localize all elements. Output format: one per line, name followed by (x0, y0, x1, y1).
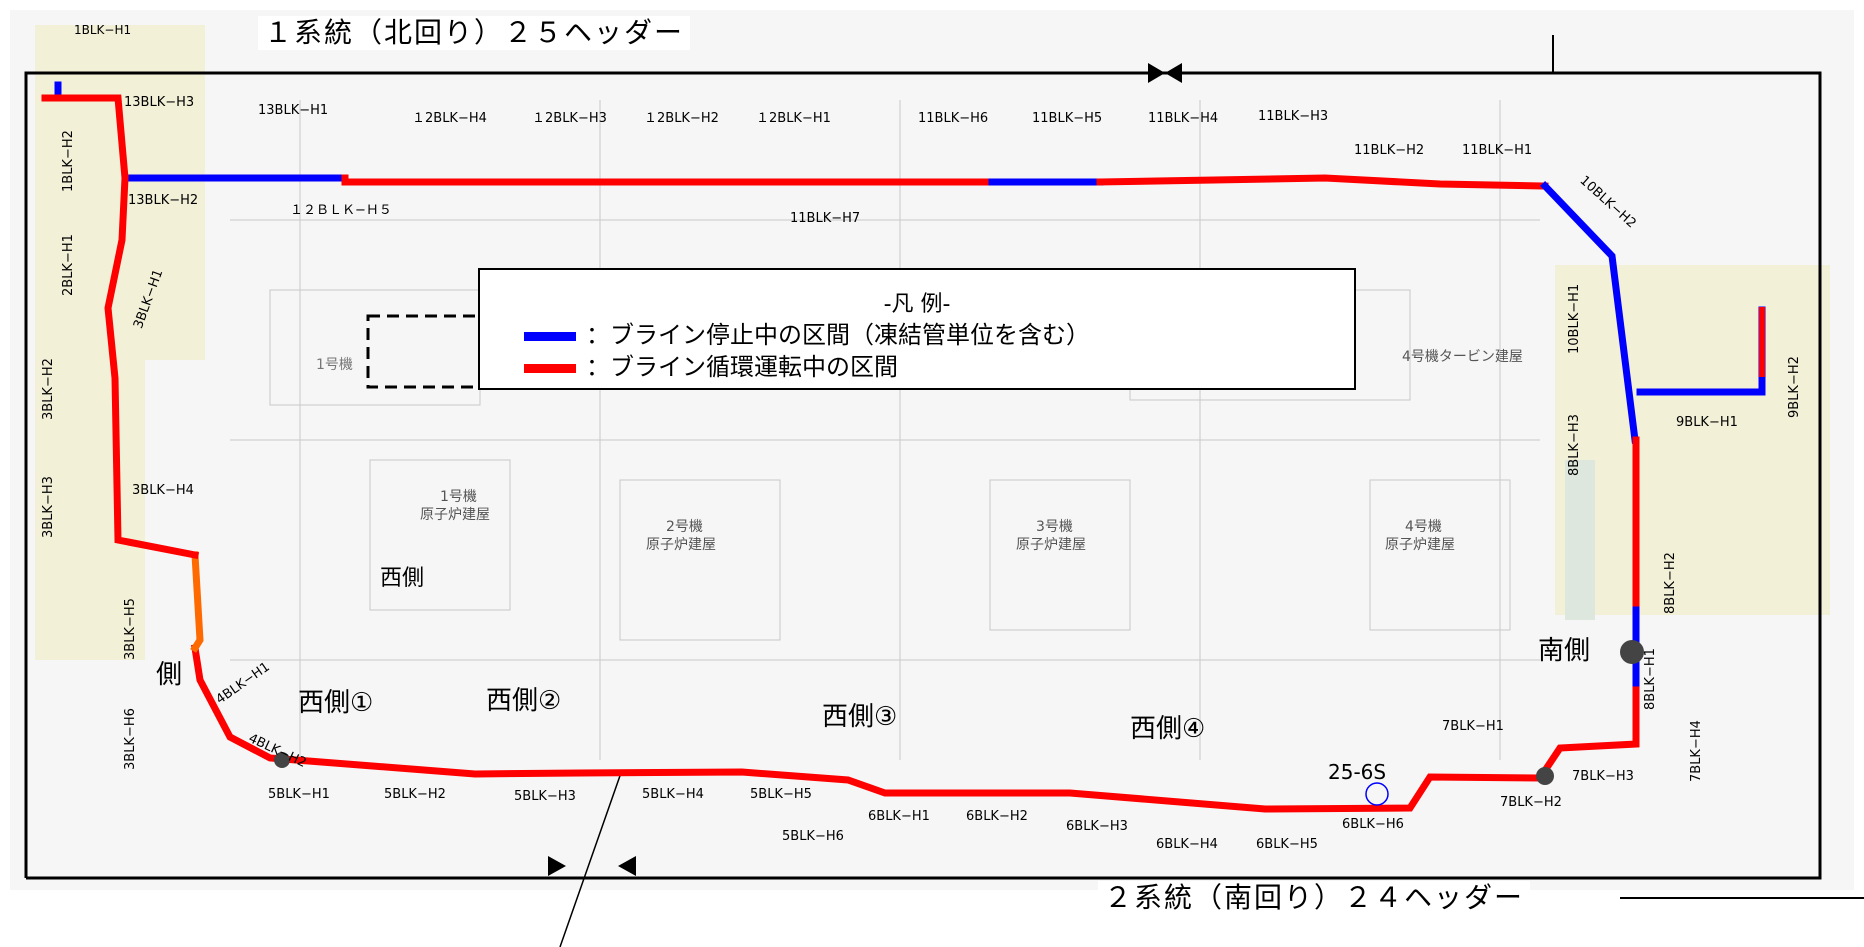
block-10blk-h1: 10BLK−H1 (1567, 283, 1582, 354)
segment-3blk-h5 (190, 551, 204, 653)
block-5blk-h6: 5BLK−H6 (782, 829, 844, 844)
sw-marker (274, 752, 290, 768)
block-2blk-h1: 2BLK−H1 (61, 234, 76, 296)
block-6blk-h2: 6BLK−H2 (966, 809, 1028, 824)
block-13blk-h3: 13BLK−H3 (124, 95, 195, 110)
block-8blk-h1: 8BLK−H1 (1643, 648, 1658, 710)
area-west3: 西側③ (822, 702, 898, 732)
segment-13blk-h3 (41, 94, 129, 182)
legend-label-stopped: ：ブライン停止中の区間（凍結管単位を含む） (586, 321, 1090, 349)
segment-12blk (341, 174, 996, 186)
block-11blk-h6: 11BLK−H6 (918, 111, 989, 126)
block-5blk-h3: 5BLK−H3 (514, 789, 576, 804)
legend-label-running: ：ブライン循環運転中の区間 (586, 353, 898, 381)
block-12blk-h1: １2BLK−H1 (756, 111, 831, 126)
block-9blk-h1: 9BLK−H1 (1676, 415, 1738, 430)
outer-frame-top (24, 71, 1530, 878)
north-loop-title: １系統（北回り）２５ヘッダー (258, 16, 691, 50)
unit3-reactor-sub: 原子炉建屋 (1016, 537, 1086, 553)
block-11blk-h2: 11BLK−H2 (1354, 143, 1425, 158)
block-6blk-h6: 6BLK−H6 (1342, 817, 1404, 832)
area-west4: 西側④ (1130, 714, 1206, 744)
segment-11blk-h1-h4 (1096, 174, 1549, 190)
block-11blk-h5: 11BLK−H5 (1032, 111, 1103, 126)
block-1blk-h2: 1BLK−H2 (61, 130, 76, 192)
point-25-6s-marker (1365, 782, 1389, 806)
block-12blk-h3: １2BLK−H3 (532, 111, 607, 126)
unit2-reactor-label: 2号機 (666, 519, 703, 535)
legend-swatch-blue (524, 331, 576, 341)
legend-title: -凡 例- (883, 292, 951, 317)
block-6blk-h5: 6BLK−H5 (1256, 837, 1318, 852)
area-west1: 西側① (298, 688, 374, 718)
south-marker-2 (1536, 767, 1554, 785)
area-west: 西側 (380, 566, 425, 591)
unit1-turbine-label: 1号機 (316, 357, 353, 373)
block-7blk-h1: 7BLK−H1 (1442, 719, 1504, 734)
block-12blk-h4: １2BLK−H4 (412, 111, 487, 126)
unit4-reactor-sub: 原子炉建屋 (1385, 537, 1455, 553)
block-7blk-h3: 7BLK−H3 (1572, 769, 1634, 784)
unit2-reactor-sub: 原子炉建屋 (646, 537, 716, 553)
south-arrow-left (618, 856, 636, 876)
dashed-region-box (366, 314, 482, 389)
plan-background (10, 10, 1854, 890)
legend-box: -凡 例- ：ブライン停止中の区間（凍結管単位を含む） ：ブライン循環運転中の区… (478, 268, 1356, 390)
block-13blk-h1: 13BLK−H1 (258, 103, 329, 118)
south-arrow-right (548, 856, 566, 876)
block-6blk-h1: 6BLK−H1 (868, 809, 930, 824)
west-inset-upper (35, 25, 205, 360)
block-7blk-h2: 7BLK−H2 (1500, 795, 1562, 810)
block-8blk-h2: 8BLK−H2 (1663, 552, 1678, 614)
legend-item-stopped: ：ブライン停止中の区間（凍結管単位を含む） (524, 315, 1090, 350)
legend-item-running: ：ブライン循環運転中の区間 (524, 347, 898, 382)
unit1-reactor-label: 1号機 (440, 489, 477, 505)
block-3blk-h2: 3BLK−H2 (41, 358, 56, 420)
outer-frame-bottom (26, 71, 1822, 880)
area-south: 南側 (1538, 636, 1591, 666)
north-arrow-right (1148, 63, 1165, 83)
unit4-reactor-label: 4号機 (1405, 519, 1442, 535)
block-5blk-h2: 5BLK−H2 (384, 787, 446, 802)
block-5blk-h1: 5BLK−H1 (268, 787, 330, 802)
block-5blk-h4: 5BLK−H4 (642, 787, 704, 802)
segment-10blk (1540, 181, 1639, 444)
block-3blk-h3: 3BLK−H3 (41, 476, 56, 538)
block-11blk-h3: 11BLK−H3 (1258, 109, 1329, 124)
west-inset-lower (35, 360, 145, 660)
east-inset-green (1565, 460, 1595, 620)
south-loop-title: ２系統（南回り）２４ヘッダー (1098, 881, 1531, 915)
block-12blk-h2: １2BLK−H2 (644, 111, 719, 126)
segment-west-route (104, 174, 200, 560)
area-west2: 西側② (486, 686, 562, 716)
block-12blk-h5: １２ＢＬＫ−Ｈ５ (290, 203, 392, 218)
block-3blk-h6: 3BLK−H6 (123, 708, 138, 770)
block-1blk-h1: 1BLK−H1 (74, 23, 132, 37)
east-inset (1555, 265, 1830, 615)
plan-linework (230, 100, 1540, 760)
unit3-reactor-label: 3号機 (1036, 519, 1073, 535)
block-3blk-h4: 3BLK−H4 (132, 483, 194, 498)
block-5blk-h5: 5BLK−H5 (750, 787, 812, 802)
block-3blk-h5: 3BLK−H5 (123, 598, 138, 660)
unit4-turbine-label: 4号機タービン建屋 (1402, 349, 1523, 365)
block-8blk-h3: 8BLK−H3 (1567, 414, 1582, 476)
block-9blk-h2: 9BLK−H2 (1787, 356, 1802, 418)
north-arrow-left (1165, 63, 1182, 83)
block-7blk-h4: 7BLK−H4 (1689, 720, 1704, 782)
south-marker (1620, 640, 1644, 664)
block-11blk-h7: 11BLK−H7 (790, 211, 861, 226)
unit1-reactor-sub: 原子炉建屋 (420, 507, 490, 523)
block-6blk-h4: 6BLK−H4 (1156, 837, 1218, 852)
area-west-partial: 側 (156, 660, 183, 690)
block-13blk-h2: 13BLK−H2 (128, 193, 199, 208)
point-25-6s: 25-6S (1328, 760, 1387, 784)
legend-swatch-red (524, 363, 576, 373)
block-11blk-h4: 11BLK−H4 (1148, 111, 1219, 126)
block-6blk-h3: 6BLK−H3 (1066, 819, 1128, 834)
leader-line (559, 769, 623, 947)
block-11blk-h1: 11BLK−H1 (1462, 143, 1533, 158)
